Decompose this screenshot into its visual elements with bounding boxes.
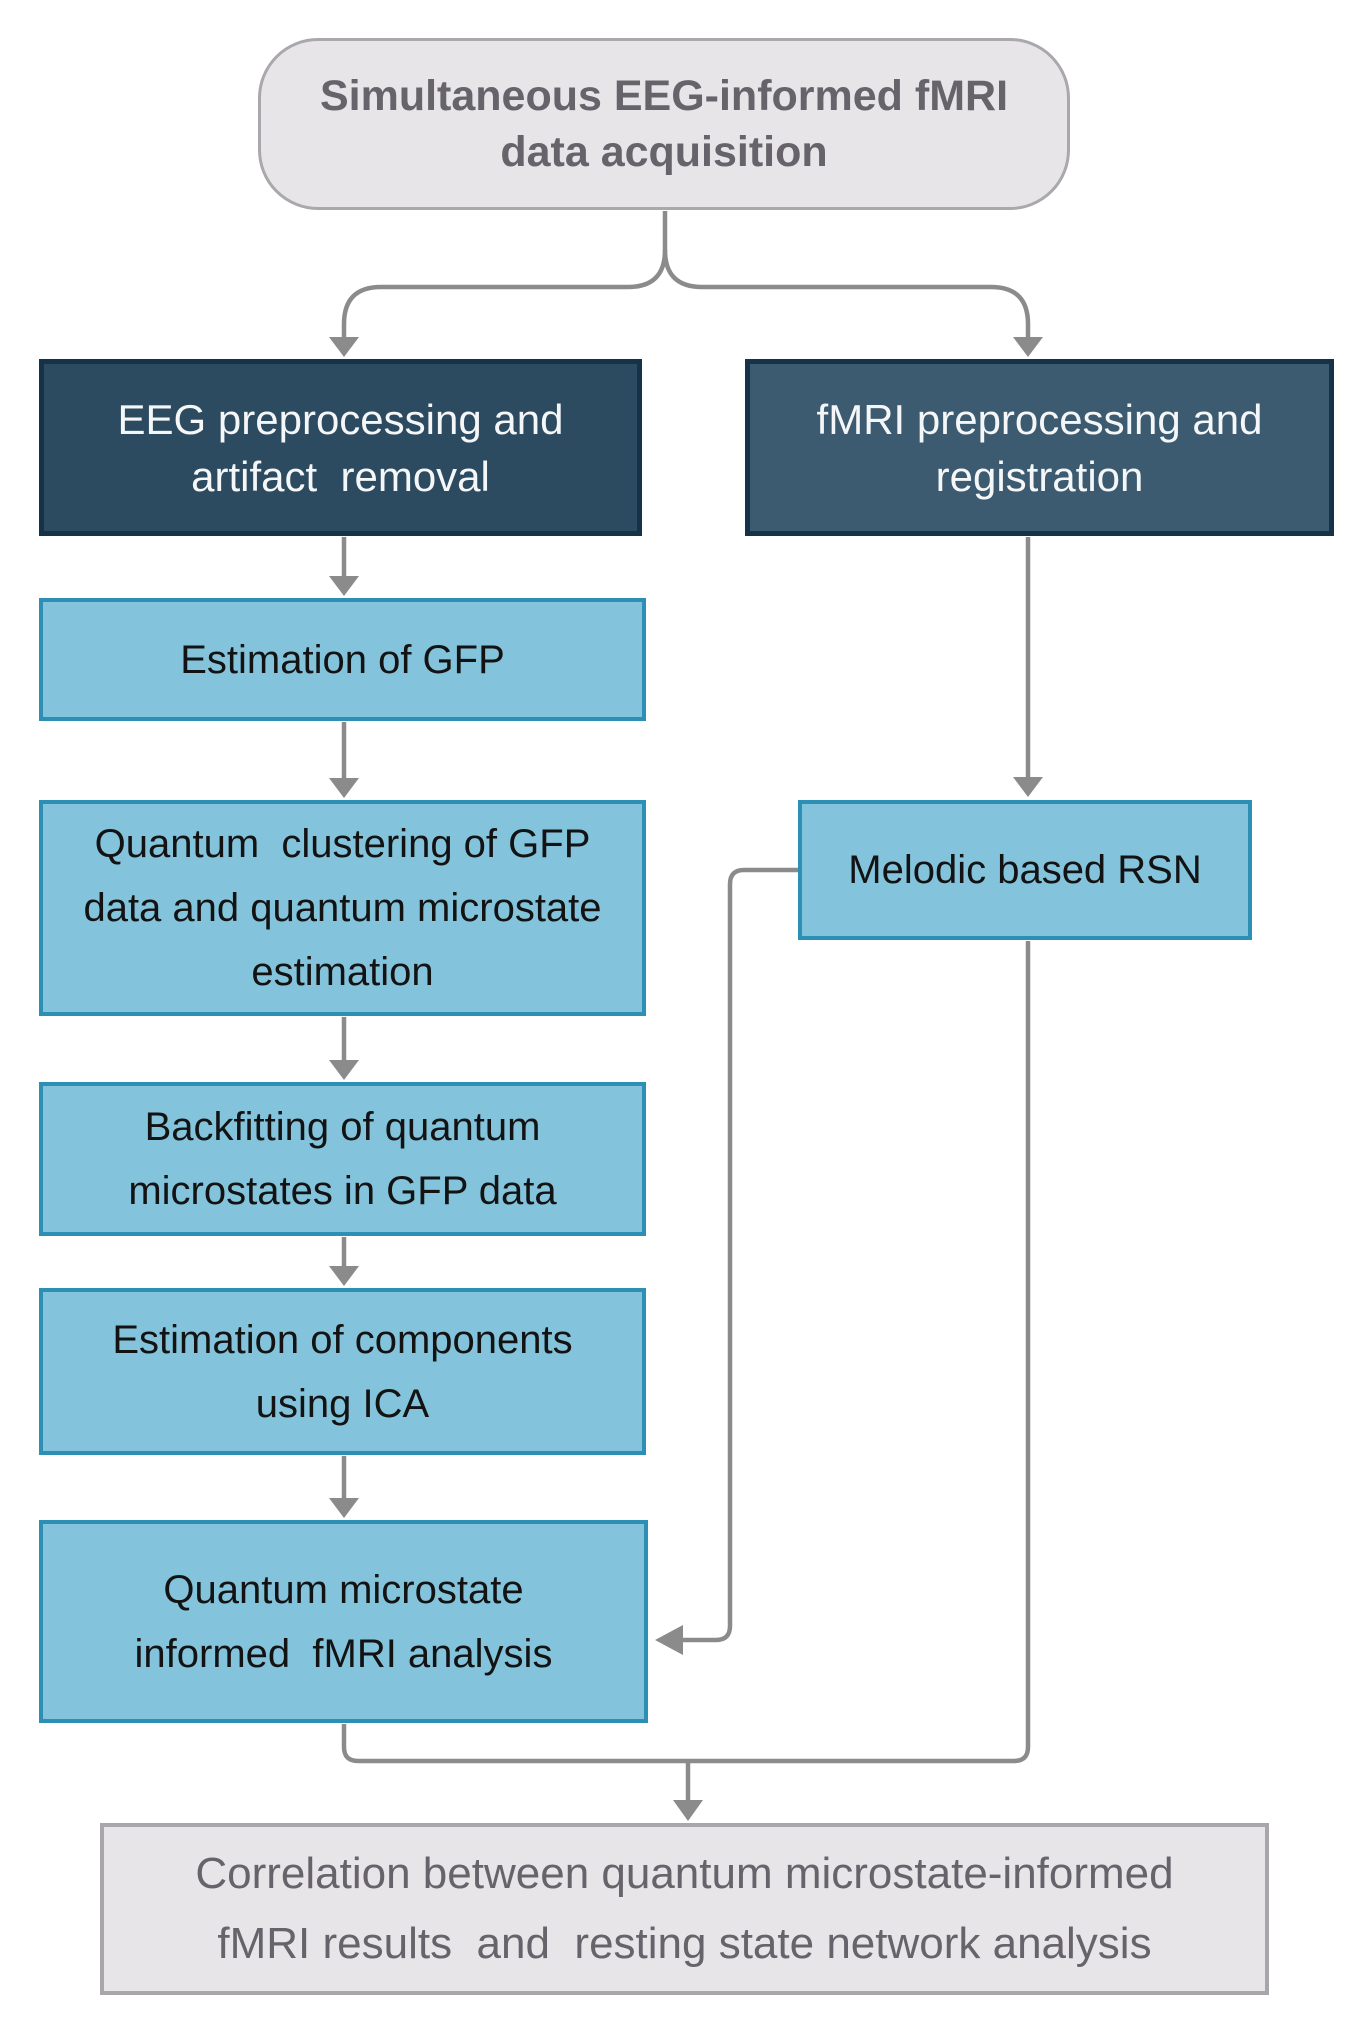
node-eeg-preprocessing-line2: artifact removal bbox=[191, 452, 490, 500]
arrowhead-into-ica bbox=[329, 1266, 359, 1286]
node-gfp-estimation-line1: Estimation of GFP bbox=[180, 637, 505, 682]
node-backfitting-line1: Backfitting of quantum bbox=[144, 1105, 541, 1149]
arrowhead-into-backfitting bbox=[329, 1060, 359, 1080]
node-correlation-result-line2: fMRI results and resting state network a… bbox=[217, 1919, 1152, 1968]
node-melodic-rsn-line1: Melodic based RSN bbox=[848, 848, 1202, 892]
node-ica-estimation-line2: using ICA bbox=[255, 1381, 430, 1426]
node-melodic-rsn: Melodic based RSN bbox=[798, 800, 1252, 940]
arrowhead-into-melodic bbox=[1013, 777, 1043, 797]
node-quantum-clustering-line1: Quantum clustering of GFP bbox=[94, 822, 591, 866]
node-gfp-estimation: Estimation of GFP bbox=[39, 598, 646, 721]
node-fmri-preprocessing-line2: registration bbox=[935, 452, 1144, 500]
node-data-acquisition-line1: Simultaneous EEG-informed fMRI bbox=[319, 72, 1009, 120]
node-correlation-result-line1: Correlation between quantum microstate-i… bbox=[195, 1849, 1174, 1898]
edge-acquisition-to-eeg bbox=[341, 249, 668, 338]
arrowhead-into-qm-right bbox=[655, 1625, 683, 1655]
node-data-acquisition-line2: data acquisition bbox=[500, 128, 828, 176]
arrowhead-into-clustering bbox=[329, 778, 359, 798]
edge-melodic-to-qm bbox=[682, 867, 798, 1643]
node-qm-fmri-analysis: Quantum microstate informed fMRI analysi… bbox=[39, 1520, 648, 1723]
node-data-acquisition: Simultaneous EEG-informed fMRI data acqu… bbox=[258, 38, 1070, 210]
node-quantum-clustering-line2: data and quantum microstate bbox=[83, 886, 602, 930]
node-fmri-preprocessing: fMRI preprocessing and registration bbox=[745, 359, 1334, 536]
node-ica-estimation: Estimation of components using ICA bbox=[39, 1288, 646, 1455]
node-quantum-clustering-line3: estimation bbox=[251, 950, 434, 994]
node-fmri-preprocessing-line1: fMRI preprocessing and bbox=[816, 395, 1263, 443]
node-quantum-clustering: Quantum clustering of GFP data and quant… bbox=[39, 800, 646, 1016]
arrowhead-into-eeg bbox=[329, 337, 359, 357]
node-eeg-preprocessing-line1: EEG preprocessing and bbox=[117, 395, 564, 443]
node-correlation-result: Correlation between quantum microstate-i… bbox=[100, 1823, 1269, 1995]
node-qm-fmri-analysis-line1: Quantum microstate bbox=[163, 1567, 524, 1612]
arrowhead-into-qm bbox=[329, 1498, 359, 1518]
arrowhead-into-fmri bbox=[1013, 337, 1043, 357]
node-backfitting: Backfitting of quantum microstates in GF… bbox=[39, 1082, 646, 1236]
arrowhead-into-gfp bbox=[329, 576, 359, 596]
node-backfitting-line2: microstates in GFP data bbox=[128, 1169, 557, 1213]
node-qm-fmri-analysis-line2: informed fMRI analysis bbox=[134, 1631, 553, 1676]
node-eeg-preprocessing: EEG preprocessing and artifact removal bbox=[39, 359, 642, 536]
edge-acquisition-to-fmri bbox=[662, 249, 1031, 338]
arrowhead-into-correlation bbox=[673, 1800, 703, 1821]
node-ica-estimation-line1: Estimation of components bbox=[112, 1317, 573, 1362]
